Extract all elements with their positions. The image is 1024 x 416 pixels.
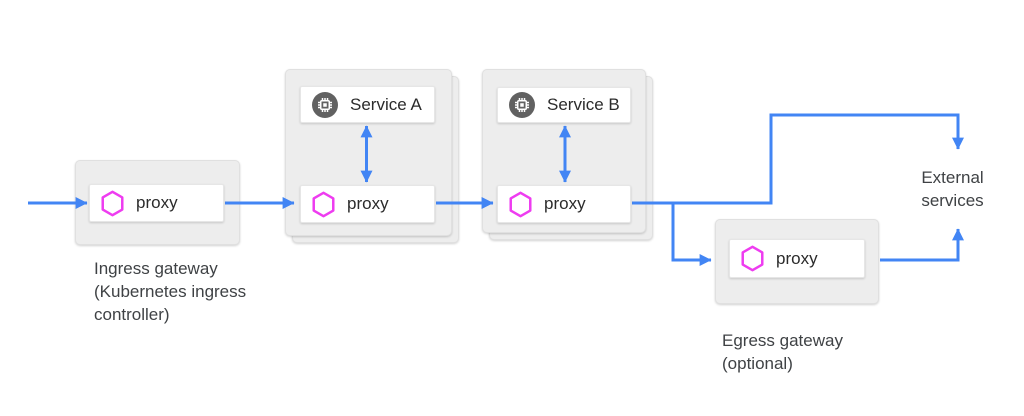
service-b-proxy-box: proxy [497,185,631,223]
proxy-hexagon-icon [509,191,532,217]
egress-proxy-box: proxy [729,239,865,278]
service-chip-icon [509,92,535,118]
caption-line: Ingress gateway [94,259,218,278]
service-b-box: Service B [497,87,631,123]
proxy-label: proxy [544,194,586,213]
caption-line: External [921,168,984,187]
caption-line: (Kubernetes ingress [94,282,247,301]
proxy-label: proxy [776,248,818,268]
proxy-hexagon-icon [101,190,124,216]
arrow-service-b-to-external-services [632,113,964,205]
service-chip-icon [312,91,338,118]
caption-line: Egress gateway [722,331,843,350]
external-services-label: External services [890,166,1015,212]
arrow-egress-to-external-services [880,228,964,262]
caption-line: (optional) [722,354,793,373]
proxy-label: proxy [136,193,178,212]
service-b-label: Service B [547,95,620,114]
proxy-hexagon-icon [312,191,335,217]
arrow-service-b-to-egress [671,203,712,266]
service-a-label: Service A [350,94,422,114]
proxy-label: proxy [347,194,389,213]
caption-line: services [921,191,984,210]
ingress-proxy-box: proxy [89,184,224,222]
service-a-proxy-box: proxy [300,185,435,223]
proxy-hexagon-icon [741,245,764,272]
ingress-gateway-caption: Ingress gateway (Kubernetes ingress cont… [94,257,246,326]
service-a-box: Service A [300,86,435,123]
egress-gateway-caption: Egress gateway (optional) [722,329,843,375]
caption-line: controller) [94,305,170,324]
